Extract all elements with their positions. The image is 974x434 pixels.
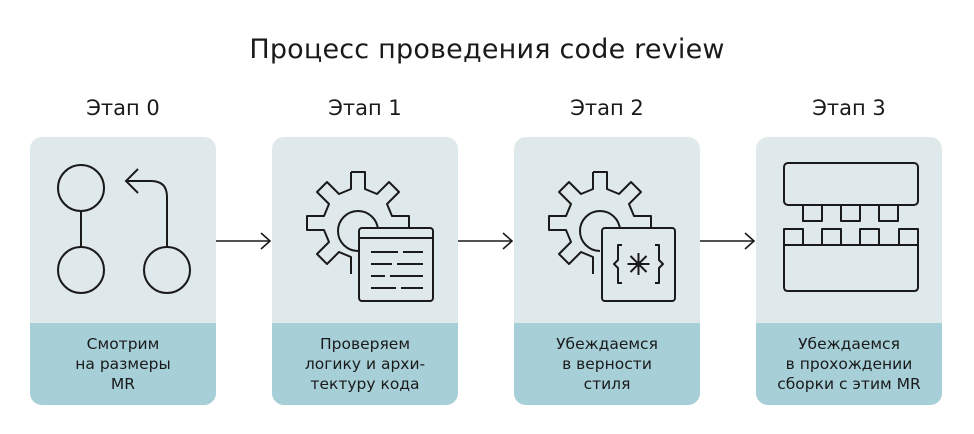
caption-line: в прохождении — [785, 355, 913, 373]
caption-line: на размеры — [75, 355, 171, 373]
caption-line: логику и архи- — [304, 355, 426, 373]
stage-0-label: Этап 0 — [86, 96, 160, 120]
stage-2-card: Убеждаемся в верности стиля — [514, 137, 700, 405]
stage-0-card: Смотрим на размеры MR — [30, 137, 216, 405]
stage-3-label: Этап 3 — [812, 96, 886, 120]
stage-1-caption: Проверяем логику и архи- тектуру кода — [272, 323, 458, 405]
caption-line: сборки с этим MR — [777, 375, 921, 393]
gear-with-code-braces-icon — [514, 137, 700, 323]
caption-line: MR — [110, 375, 136, 393]
stage-1-card: Проверяем логику и архи- тектуру кода — [272, 137, 458, 405]
stage-3-card: Убеждаемся в прохождении сборки с этим M… — [756, 137, 942, 405]
arrow-right-icon — [216, 231, 272, 251]
caption-line: Смотрим — [86, 335, 160, 353]
caption-line: стиля — [583, 375, 631, 393]
build-blocks-icon — [756, 137, 942, 323]
caption-line: Убеждаемся — [556, 335, 658, 353]
stage-3-caption: Убеждаемся в прохождении сборки с этим M… — [756, 323, 942, 405]
caption-line: Проверяем — [319, 335, 411, 353]
caption-line: Убеждаемся — [798, 335, 900, 353]
stage-2-label: Этап 2 — [570, 96, 644, 120]
stage-1-label: Этап 1 — [328, 96, 402, 120]
merge-request-icon — [30, 137, 216, 323]
stage-2-caption: Убеждаемся в верности стиля — [514, 323, 700, 405]
gear-with-document-icon — [272, 137, 458, 323]
arrow-right-icon — [458, 231, 514, 251]
arrow-right-icon — [700, 231, 756, 251]
caption-line: тектуру кода — [310, 375, 420, 393]
diagram-title: Процесс проведения code review — [249, 34, 725, 65]
caption-line: в верности — [562, 355, 652, 373]
stage-0-caption: Смотрим на размеры MR — [30, 323, 216, 405]
